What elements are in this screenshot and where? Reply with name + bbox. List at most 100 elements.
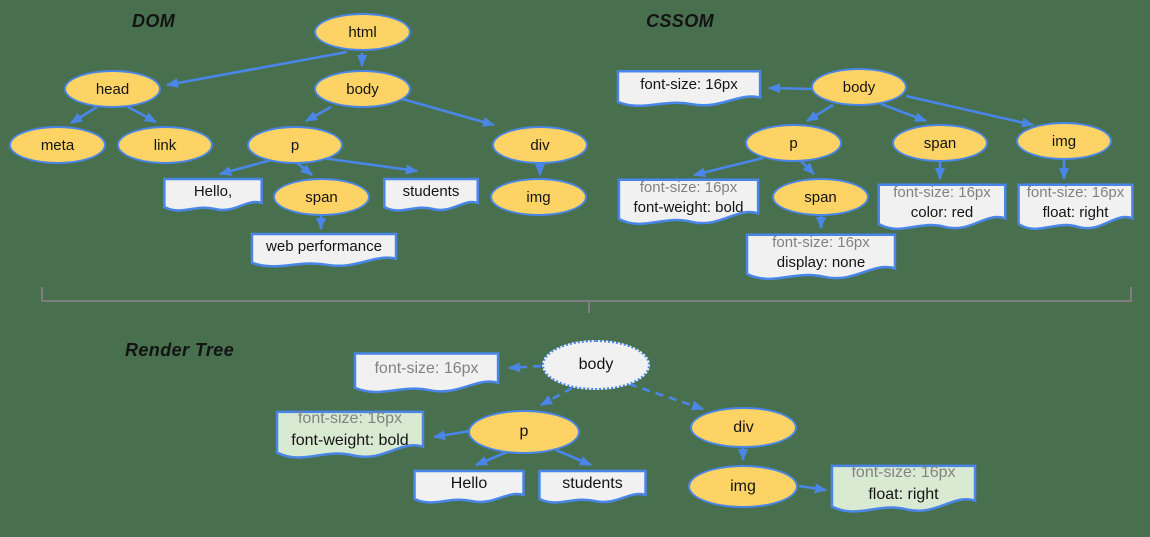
document-shape (383, 177, 479, 217)
doc-label: students (402, 182, 460, 200)
arrow-rt-body-div (628, 382, 704, 411)
rt-rule-img-box: font-size: 16px float: right (830, 463, 977, 521)
arrow-p-span (295, 160, 313, 177)
arrow-cssom-body-rule (768, 83, 814, 94)
arrow-rt-body-p (540, 386, 573, 407)
rule-line: font-size: 16px (851, 464, 956, 482)
arrow-p-students (321, 156, 418, 175)
node-label: html (348, 23, 377, 41)
arrow-head-meta (70, 105, 98, 125)
rule-line: font-size: 16px (1026, 183, 1125, 201)
cssom-rule-body-box: font-size: 16px (616, 69, 762, 113)
document-shape (877, 182, 1007, 238)
node-label: p (519, 423, 529, 440)
dom-node-head: head (64, 70, 161, 108)
cssom-node-p: p (745, 124, 842, 162)
cssom-rule-span-box: font-size: 16px color: red (877, 182, 1007, 238)
node-label: body (842, 78, 876, 96)
node-label: img (730, 477, 756, 495)
document-shape (616, 69, 762, 113)
arrow-html-head (166, 50, 348, 88)
node-label: body (346, 80, 379, 98)
rt-node-p: p (468, 410, 580, 454)
dom-text-students: students (383, 177, 479, 217)
node-label: p (290, 136, 300, 154)
node-label: span (305, 188, 338, 206)
dom-node-meta: meta (9, 126, 106, 164)
document-shape (538, 469, 647, 509)
document-shape (353, 351, 500, 400)
arrow-body-div (398, 96, 495, 127)
doc-label: web performance (266, 238, 382, 256)
cssom-title: CSSOM (646, 11, 715, 31)
document-shape (275, 409, 425, 467)
arrow-cssom-body-span (880, 102, 927, 123)
rule-line: float: right (868, 486, 939, 504)
cssom-node-span-child: span (772, 178, 869, 216)
node-label: link (153, 136, 177, 154)
document-shape (250, 232, 398, 273)
arrow-rt-p-hello (475, 450, 508, 467)
document-shape (745, 232, 897, 288)
arrow-head-link (127, 105, 157, 124)
node-label: span (804, 188, 837, 206)
arrow-rt-body-rule (508, 362, 542, 373)
node-label: div (530, 136, 550, 154)
dom-node-p: p (247, 126, 343, 164)
arrow-cssom-body-img (905, 94, 1034, 128)
doc-label: Hello (450, 474, 488, 492)
doc-label: Hello, (193, 182, 233, 200)
rule-line: display: none (776, 253, 866, 271)
rule-line: font-size: 16px (297, 410, 403, 428)
dom-node-body: body (314, 70, 411, 108)
document-shape (1017, 182, 1134, 238)
rule-line: color: red (910, 203, 974, 221)
rule-line: font-size: 16px (640, 76, 738, 94)
rt-node-div: div (690, 407, 797, 448)
node-label: body (578, 356, 614, 373)
dom-title: DOM (132, 11, 176, 31)
node-label: meta (40, 136, 75, 154)
cssom-node-img: img (1016, 122, 1112, 160)
cssom-node-body: body (811, 68, 907, 106)
arrow-cssom-p-rule (693, 156, 764, 178)
rule-line: font-size: 16px (772, 233, 870, 251)
node-label: p (789, 134, 798, 152)
rule-line: font-size: 16px (893, 183, 991, 201)
arrow-rt-img-rule (798, 483, 827, 494)
arrow-cssom-body-p (806, 103, 834, 123)
node-label: span (923, 134, 957, 152)
document-shape (830, 463, 977, 521)
render-tree-title: Render Tree (125, 340, 235, 360)
node-label: img (526, 188, 551, 206)
document-shape (163, 177, 263, 217)
dom-node-img: img (490, 178, 587, 216)
document-shape (617, 177, 760, 233)
arrow-cssom-p-span (800, 160, 815, 175)
rt-node-body: body (542, 340, 650, 390)
dom-node-link: link (117, 126, 213, 164)
cssom-rule-img-box: font-size: 16px float: right (1017, 182, 1134, 238)
rt-rule-body-box: font-size: 16px (353, 351, 500, 400)
rt-node-img: img (688, 465, 798, 508)
dom-text-web-performance: web performance (250, 232, 398, 273)
dom-node-span: span (273, 178, 370, 216)
cssom-node-span: span (892, 124, 988, 162)
node-label: head (95, 80, 130, 98)
rule-line: font-size: 16px (374, 360, 479, 378)
rt-text-students: students (538, 469, 647, 509)
document-shape (413, 469, 525, 509)
dom-node-html: html (314, 13, 411, 51)
node-label: div (733, 418, 754, 436)
rule-line: font-size: 16px (639, 178, 738, 196)
arrow-p-hello (219, 158, 272, 176)
dom-text-hello: Hello, (163, 177, 263, 217)
dom-node-div: div (492, 126, 588, 164)
rule-line: float: right (1042, 203, 1109, 221)
cssom-rule-span-child-box: font-size: 16px display: none (745, 232, 897, 288)
rt-text-hello: Hello (413, 469, 525, 509)
